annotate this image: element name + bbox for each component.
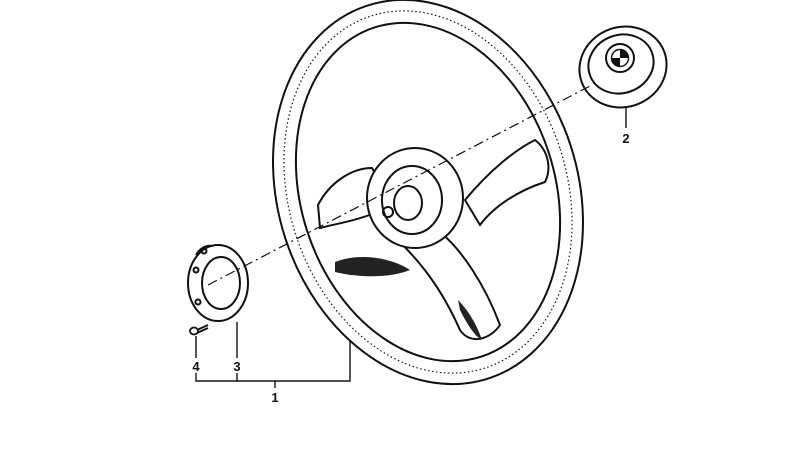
steering-wheel bbox=[272, 0, 584, 386]
horn-cover bbox=[578, 25, 668, 109]
callout-label-2: 2 bbox=[622, 131, 629, 146]
assembly-axis-line bbox=[207, 84, 593, 286]
leader-lines bbox=[195, 106, 627, 388]
callout-label-1: 1 bbox=[271, 390, 278, 405]
screw-shaft bbox=[196, 324, 209, 334]
wheel-spoke-right bbox=[463, 138, 550, 227]
callout-label-3: 3 bbox=[233, 359, 240, 374]
wheel-hub-boss bbox=[393, 185, 423, 221]
adapter-plate-rim bbox=[195, 244, 213, 256]
adapter-plate-inner bbox=[201, 256, 241, 310]
callout-label-4: 4 bbox=[192, 359, 200, 374]
wheel-hub-inner bbox=[381, 165, 443, 235]
wheel-rim-outer bbox=[272, 0, 584, 386]
wheel-spoke-lower bbox=[395, 230, 502, 340]
wheel-spoke-shading-2 bbox=[458, 300, 482, 340]
horn-cover-inner bbox=[587, 33, 655, 95]
leader-line-1 bbox=[195, 340, 351, 388]
hub-adapter-plate bbox=[187, 244, 249, 322]
screw-head bbox=[189, 326, 199, 336]
wheel-rim-inner bbox=[294, 21, 562, 363]
wheel-spoke-shading bbox=[335, 256, 410, 277]
screw bbox=[189, 324, 209, 336]
wheel-hub-bolt bbox=[382, 206, 394, 218]
